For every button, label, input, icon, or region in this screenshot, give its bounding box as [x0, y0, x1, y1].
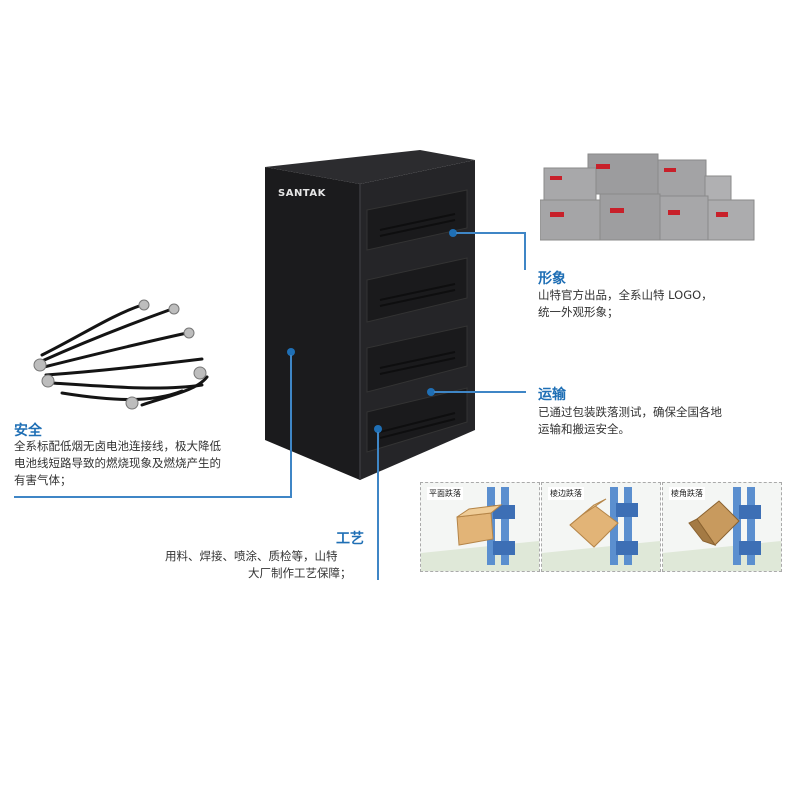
battery-cabinet	[265, 150, 475, 480]
text-safety-3: 有害气体；	[14, 473, 72, 487]
heading-craft: 工艺	[336, 531, 364, 547]
callout-line-appearance-v	[524, 232, 526, 270]
text-craft-2: 大厂制作工艺保障；	[248, 566, 352, 580]
heading-safety: 安全	[14, 423, 42, 439]
drop-test-label-edge: 棱边跌落	[548, 487, 584, 500]
callout-line-craft-v	[377, 432, 379, 580]
callout-line-appearance	[456, 232, 526, 234]
drop-test-panel-flat: 平面跌落	[420, 482, 540, 572]
text-safety-2: 电池线短路导致的燃烧现象及燃烧产生的	[14, 456, 221, 470]
drop-test-panel-edge: 棱边跌落	[541, 482, 661, 572]
drop-test-label-flat: 平面跌落	[427, 487, 463, 500]
drop-test-label-corner: 棱角跌落	[669, 487, 705, 500]
callout-line-transport	[434, 391, 526, 393]
heading-transport: 运输	[538, 387, 566, 403]
callout-dot-craft	[374, 425, 382, 433]
drop-test-flat-illustration	[421, 487, 539, 571]
battery-group-image	[540, 153, 755, 241]
text-appearance-2: 统一外观形象；	[538, 305, 619, 319]
text-transport-1: 已通过包装跌落测试，确保全国各地	[538, 405, 722, 419]
text-safety-1: 全系标配低烟无卤电池连接线，极大降低	[14, 439, 221, 453]
drop-test-edge-illustration	[542, 487, 660, 571]
callout-line-safety-v	[290, 355, 292, 498]
drop-test-corner-illustration	[663, 487, 781, 571]
callout-dot-appearance	[449, 229, 457, 237]
text-appearance-1: 山特官方出品，全系山特 LOGO，	[538, 288, 713, 302]
battery-cable-image	[33, 299, 209, 410]
drop-test-panel-corner: 棱角跌落	[662, 482, 782, 572]
text-craft-1: 用料、焊接、喷涂、质检等，山特	[165, 549, 338, 563]
text-transport-2: 运输和搬运安全。	[538, 422, 630, 436]
callout-dot-safety	[287, 348, 295, 356]
callout-line-safety-h	[14, 496, 292, 498]
cabinet-brand-logo: SANTAK	[278, 188, 326, 199]
callout-dot-transport	[427, 388, 435, 396]
heading-appearance: 形象	[538, 271, 566, 287]
